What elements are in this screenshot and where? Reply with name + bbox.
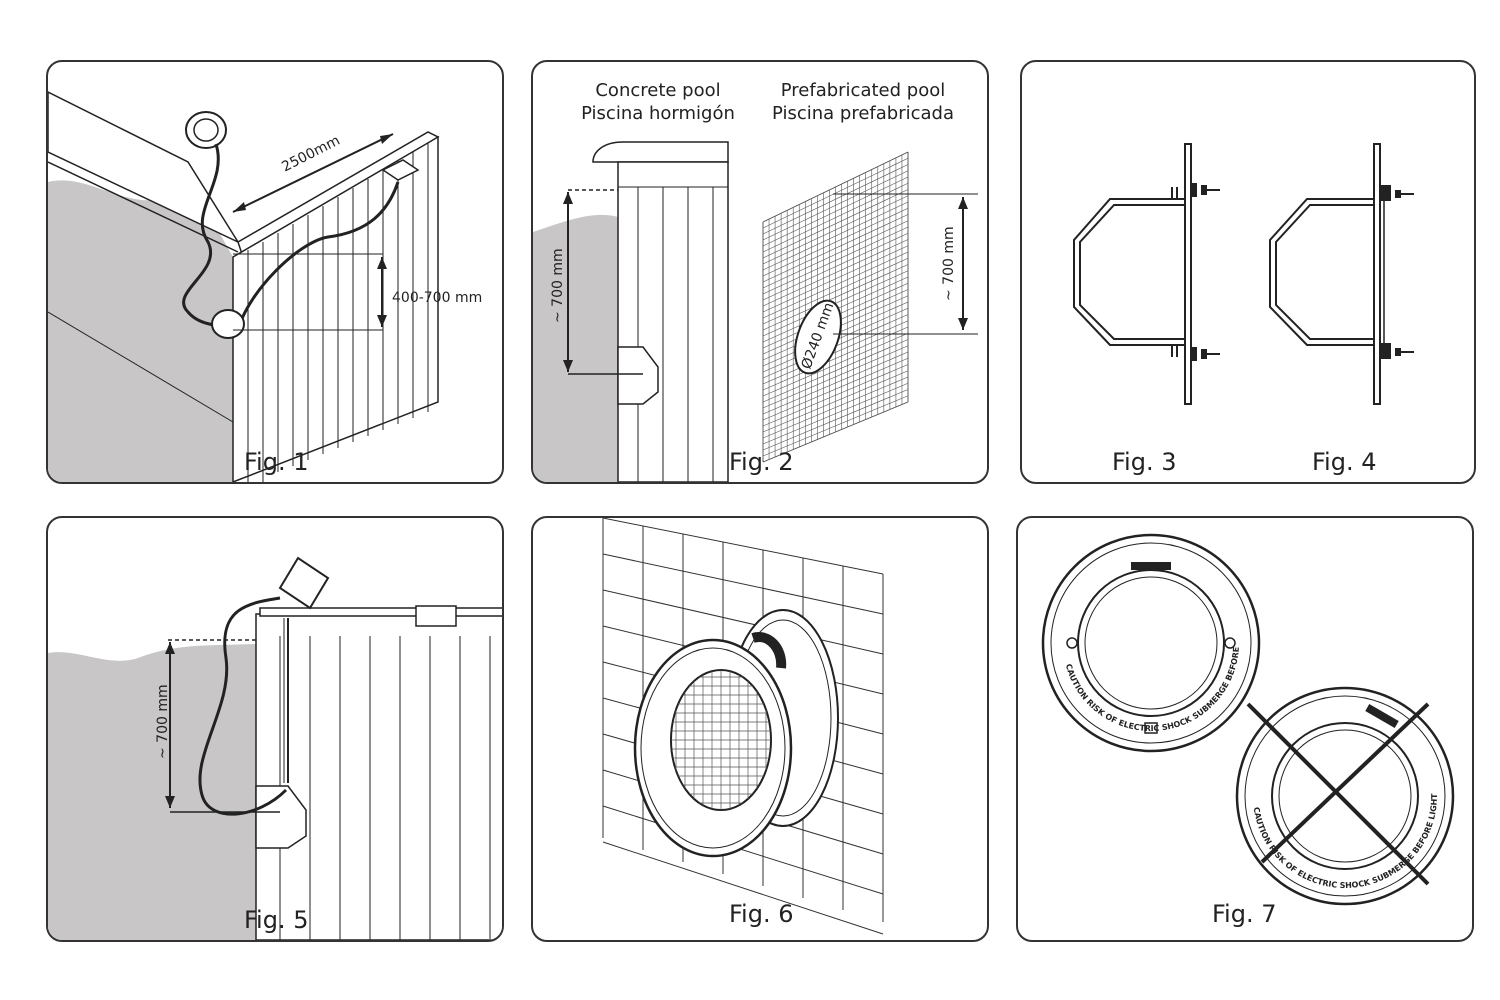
figure-3-4-panel: Fig. 3 Fig. 4 [1020,60,1476,484]
fig2-concrete-en: Concrete pool [595,80,721,101]
figure-6-illustration [602,518,884,935]
fig2-prefab-en: Prefabricated pool [780,80,946,101]
fig7-cross-line-1 [1246,702,1430,886]
fig1-height-dimension: 400-700 mm [392,290,483,306]
fig7-correct-lamp: CAUTION RISK OF ELECTRIC SHOCK SUBMERGE … [1018,518,1261,753]
figure-3-4-illustration [1073,143,1414,405]
fig6-label: Fig. 6 [729,900,794,928]
fig2-prefab-es: Piscina prefabricada [772,103,954,124]
fig3-niche-section [1073,143,1220,405]
figure-6-panel: Fig. 6 [531,516,989,942]
fig1-label: Fig. 1 [244,448,309,476]
figure-5-panel: ~ 700 mm Fig. 5 [46,516,504,942]
figure-2-illustration [533,141,978,482]
figure-1-illustration [48,91,440,482]
fig2-depth-right: ~ 700 mm [941,226,957,301]
fig4-niche-section [1269,143,1414,405]
figure-7-panel: CAUTION RISK OF ELECTRIC SHOCK SUBMERGE … [1016,516,1474,942]
fig5-depth: ~ 700 mm [155,684,171,759]
figure-7-illustration: CAUTION RISK OF ELECTRIC SHOCK SUBMERGE … [1018,518,1455,906]
fig4-label: Fig. 4 [1312,448,1377,476]
fig2-concrete-es: Piscina hormigón [581,103,735,124]
fig2-label: Fig. 2 [729,448,794,476]
fig3-label: Fig. 3 [1112,448,1177,476]
figure-1-panel: 2500mm 400-700 mm Fig. 1 [46,60,504,484]
fig2-depth-left: ~ 700 mm [550,248,566,323]
fig5-label: Fig. 5 [244,906,309,934]
figure-5-illustration [48,556,502,940]
figure-2-panel: Concrete pool Piscina hormigón Prefabric… [531,60,989,484]
fig7-label: Fig. 7 [1212,900,1277,928]
fig7-cross-line-2 [1260,702,1430,864]
